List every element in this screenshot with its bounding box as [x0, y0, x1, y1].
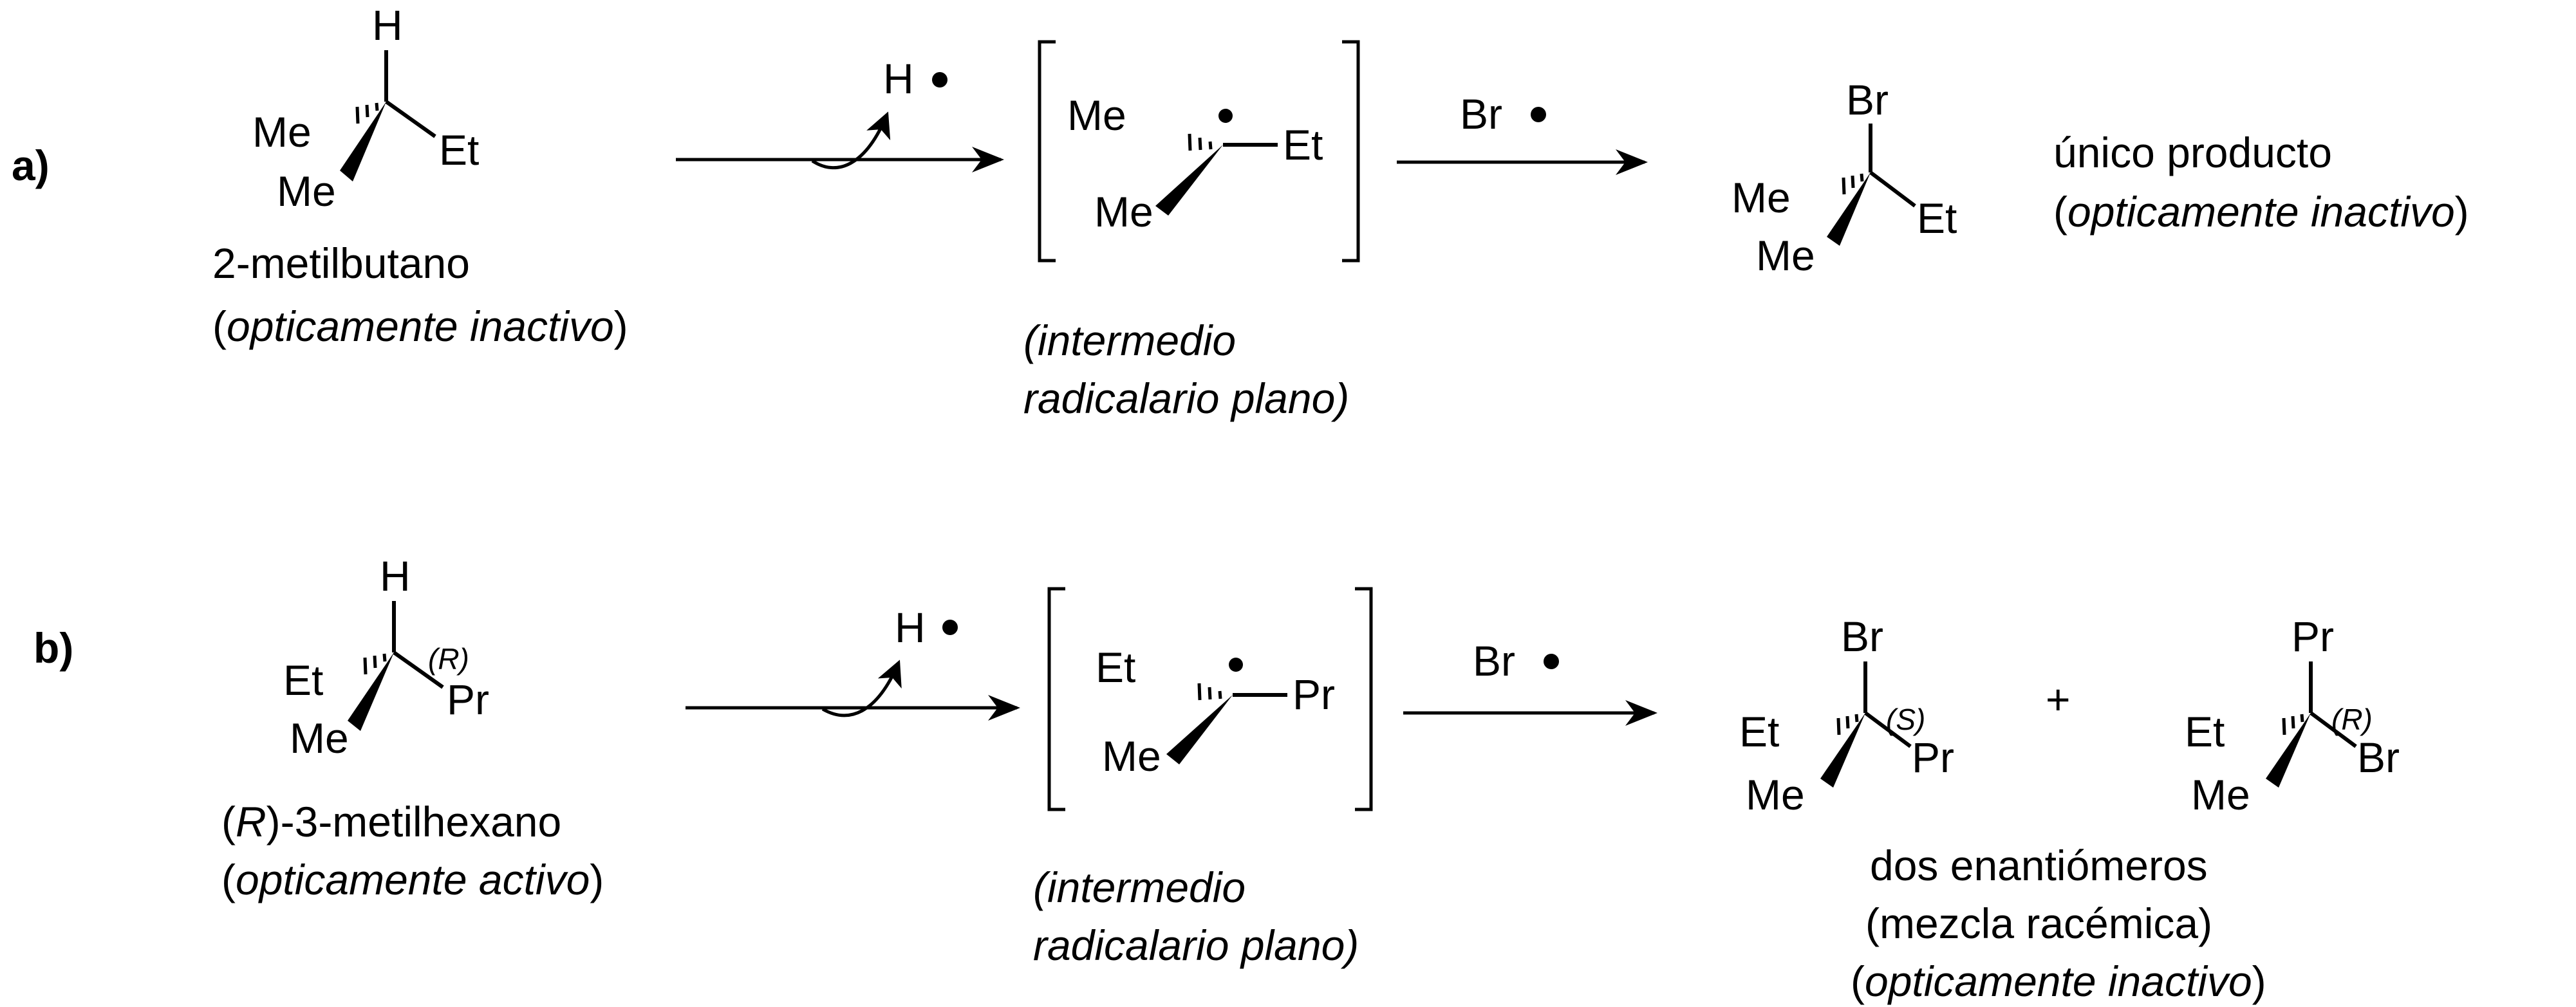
reagent-h: H	[883, 55, 914, 102]
atom-br: Br	[1841, 613, 1883, 660]
atom-me-wedged: Me	[290, 714, 349, 762]
row-b-product-r-molecule: Pr Br (R) Et Me	[2185, 613, 2400, 818]
radical-dot	[1544, 654, 1559, 669]
row-b-tag: b)	[33, 624, 73, 672]
atom-br: Br	[2357, 734, 2400, 781]
atom-pr: Pr	[2291, 613, 2334, 660]
atom-pr: Pr	[1293, 670, 1335, 718]
product-a-caption: único producto	[2053, 129, 2332, 176]
reactant-b-name: (R)-3-metilhexano	[221, 798, 561, 845]
atom-br: Br	[1846, 76, 1889, 124]
atom-et: Et	[1917, 194, 1957, 242]
reagent-br: Br	[1460, 90, 1502, 138]
reactant-a-activity: (opticamente inactivo)	[212, 302, 628, 350]
atom-me-hashed: Me	[1067, 91, 1126, 139]
wedge-bond	[1155, 145, 1223, 216]
hashed-bond	[1836, 714, 1859, 735]
reagent-br: Br	[1473, 637, 1515, 685]
plus-sign: +	[2046, 676, 2071, 723]
wedge-bond	[348, 652, 394, 731]
intermediate-a-caption-1: (intermedio	[1023, 317, 1236, 364]
row-a-reactant-molecule: H Et Me Me	[252, 1, 479, 215]
atom-et-hashed: Et	[283, 656, 323, 704]
row-b-product-s-molecule: Br Pr (S) Et Me	[1739, 613, 1954, 818]
wedge-bond	[340, 102, 386, 181]
products-b-caption-1: dos enantiómeros	[1870, 842, 2208, 889]
wedge-bond	[2266, 713, 2311, 788]
atom-et: Et	[1283, 121, 1323, 169]
hashed-bond	[1197, 683, 1222, 701]
wedge-bond	[1166, 695, 1233, 764]
row-a: a) H Et Me Me 2-metilbutano (opticamente…	[12, 1, 2469, 422]
atom-h: H	[372, 1, 403, 49]
bond-c-et	[1869, 171, 1916, 208]
radical-dot	[932, 72, 947, 88]
row-b-reactant-molecule: H Pr (R) Et Me	[283, 552, 489, 762]
atom-me-wedged: Me	[1746, 771, 1805, 818]
row-a-intermediate-molecule: Me Et Me	[1067, 91, 1323, 236]
bracket-right	[1342, 40, 1360, 263]
hashed-bond	[355, 102, 379, 124]
products-b-activity: (opticamente inactivo)	[1851, 957, 2266, 1005]
atom-h: H	[380, 552, 411, 600]
reactant-b-activity: (opticamente activo)	[221, 856, 604, 903]
atom-et-hashed: Et	[1096, 643, 1135, 691]
atom-me-hashed: Me	[1731, 174, 1791, 221]
row-b: b) H Pr (R) Et Me (R)-3-metilhexano (opt…	[33, 552, 2400, 1005]
product-a-activity: (opticamente inactivo)	[2053, 188, 2469, 236]
hashed-bond	[2282, 714, 2304, 735]
reactant-a-name: 2-metilbutano	[212, 239, 470, 287]
curved-arrow-h	[811, 111, 891, 170]
stereodescriptor: (R)	[2331, 703, 2373, 736]
atom-me-wedged: Me	[1756, 232, 1815, 279]
atom-et-hashed: Et	[1739, 708, 1779, 755]
atom-me-wedged: Me	[1102, 732, 1161, 780]
intermediate-b-caption-1: (intermedio	[1033, 864, 1246, 911]
bond-c-et	[385, 100, 436, 138]
wedge-bond	[1820, 713, 1865, 788]
row-a-tag: a)	[12, 142, 50, 189]
radical-dot	[942, 620, 958, 635]
bond-c-br	[2310, 711, 2357, 748]
bracket-left	[1047, 587, 1065, 811]
row-a-product-molecule: Br Et Me Me	[1731, 76, 1957, 279]
wedge-bond	[1827, 172, 1871, 246]
bond-c-pr	[393, 651, 444, 689]
atom-pr: Pr	[447, 676, 489, 723]
bracket-left	[1038, 40, 1056, 263]
intermediate-a-caption-2: radicalario plano)	[1023, 374, 1349, 422]
stereodescriptor: (R)	[428, 642, 469, 676]
bracket-right	[1355, 587, 1373, 811]
radical-dot	[1531, 107, 1546, 122]
radical-dot	[1218, 109, 1233, 123]
hashed-bond	[363, 653, 387, 675]
bond-c-pr	[1864, 711, 1912, 748]
row-b-intermediate-molecule: Et Pr Me	[1096, 643, 1335, 780]
radical-dot	[1229, 658, 1243, 672]
atom-me-wedged: Me	[2191, 771, 2250, 818]
atom-et-hashed: Et	[2185, 708, 2225, 755]
atom-et: Et	[439, 126, 479, 174]
products-b-caption-2: (mezcla racémica)	[1865, 900, 2212, 947]
hashed-bond	[1188, 133, 1213, 151]
atom-me-hashed: Me	[252, 108, 312, 156]
stereodescriptor: (S)	[1886, 703, 1925, 736]
intermediate-b-caption-2: radicalario plano)	[1033, 921, 1359, 969]
reagent-h: H	[895, 604, 926, 651]
atom-me-wedged: Me	[1094, 188, 1153, 236]
atom-me-wedged: Me	[277, 167, 336, 215]
hashed-bond	[1842, 173, 1864, 195]
curved-arrow-h	[821, 660, 902, 717]
atom-pr: Pr	[1912, 734, 1954, 781]
